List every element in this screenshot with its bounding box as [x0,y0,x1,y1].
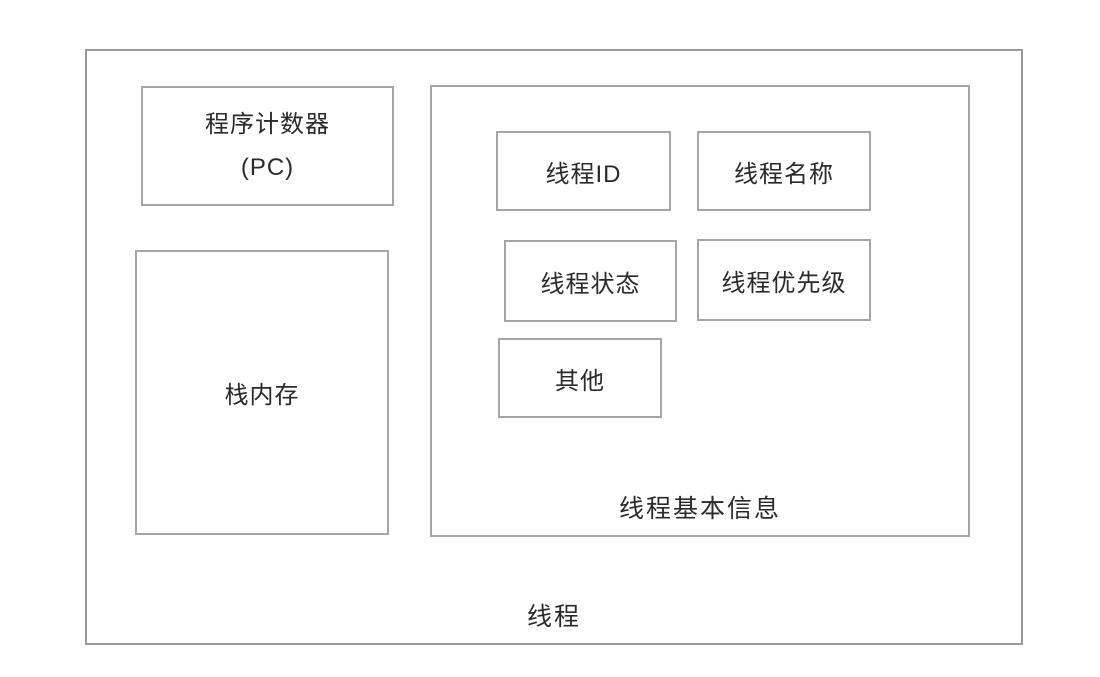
thread-name-box: 线程名称 [697,131,871,211]
thread-other-box: 其他 [498,338,662,418]
thread-state-label: 线程状态 [540,270,641,298]
thread-priority-box: 线程优先级 [697,239,871,321]
thread-container-box: 程序计数器 (PC) 栈内存 线程ID 线程名称 线程状态 线程优先级 其他 线… [85,49,1023,645]
thread-state-box: 线程状态 [504,240,677,322]
stack-memory-box: 栈内存 [135,250,389,535]
thread-id-label: 线程ID [545,160,622,188]
thread-priority-label: 线程优先级 [721,269,847,297]
thread-label: 线程 [526,603,581,631]
program-counter-box: 程序计数器 (PC) [141,86,394,206]
thread-id-box: 线程ID [496,131,671,211]
stack-memory-label: 栈内存 [224,382,300,409]
thread-info-group-label: 线程基本信息 [618,495,781,523]
thread-name-label: 线程名称 [734,160,834,188]
thread-other-label: 其他 [555,367,605,395]
thread-info-group-box: 线程ID 线程名称 线程状态 线程优先级 其他 线程基本信息 [430,85,970,537]
program-counter-abbrev: (PC) [240,154,295,181]
program-counter-label: 程序计数器 [205,110,330,138]
